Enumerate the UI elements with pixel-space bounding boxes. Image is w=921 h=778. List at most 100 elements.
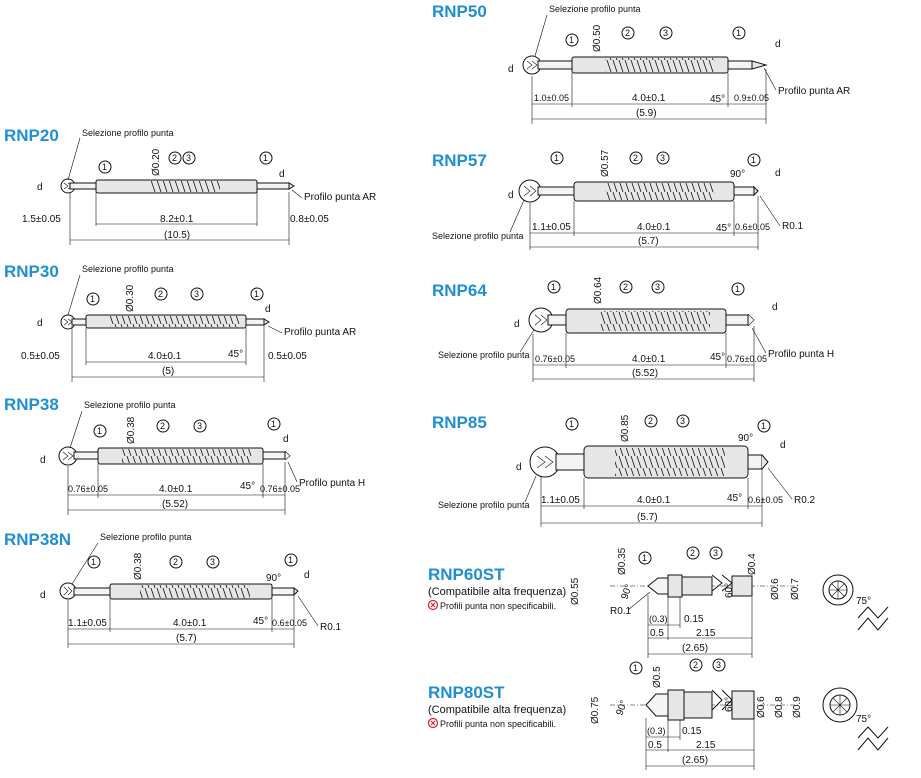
svg-text:d: d (508, 64, 514, 75)
svg-text:45°: 45° (240, 481, 255, 492)
rnp64-title: RNP64 (432, 281, 487, 300)
svg-text:90°: 90° (266, 573, 281, 584)
svg-text:(5.7): (5.7) (637, 512, 658, 523)
svg-text:Profilo punta H: Profilo punta H (299, 478, 365, 489)
svg-text:d: d (40, 455, 46, 466)
svg-text:2: 2 (625, 28, 630, 38)
svg-text:0.76±0.05: 0.76±0.05 (727, 354, 767, 364)
svg-text:60°: 60° (724, 583, 735, 598)
svg-text:1: 1 (551, 282, 556, 292)
svg-text:3: 3 (210, 557, 215, 567)
svg-text:90°: 90° (738, 433, 753, 444)
svg-text:(5.7): (5.7) (638, 236, 659, 247)
svg-text:Ø0.20: Ø0.20 (151, 148, 162, 176)
svg-text:1: 1 (90, 294, 95, 304)
svg-text:4.0±0.1: 4.0±0.1 (632, 354, 666, 365)
svg-text:1: 1 (263, 153, 268, 163)
svg-text:4.0±0.1: 4.0±0.1 (159, 484, 193, 495)
svg-text:Selezione profilo punta: Selezione profilo punta (82, 264, 174, 274)
svg-text:Ø0.5: Ø0.5 (652, 666, 663, 688)
svg-text:3: 3 (713, 548, 718, 558)
svg-text:3: 3 (660, 153, 665, 163)
svg-text:90°: 90° (730, 169, 745, 180)
svg-text:Ø0.8: Ø0.8 (774, 696, 785, 718)
rnp50-drawing: RNP50 Selezione profilo punta d d 1 2 3 … (432, 2, 850, 124)
svg-text:Ø0.75: Ø0.75 (590, 696, 601, 724)
svg-text:0.76±0.05: 0.76±0.05 (68, 484, 108, 494)
svg-text:Selezione profilo punta: Selezione profilo punta (100, 532, 192, 542)
svg-text:1: 1 (288, 555, 293, 565)
svg-text:1: 1 (735, 284, 740, 294)
svg-text:45°: 45° (727, 493, 742, 504)
svg-text:d: d (772, 302, 778, 313)
svg-text:(5): (5) (162, 366, 174, 377)
svg-text:d: d (780, 440, 786, 451)
svg-text:2: 2 (160, 421, 165, 431)
svg-text:d: d (304, 570, 310, 581)
svg-text:Ø0.50: Ø0.50 (592, 24, 603, 52)
svg-text:3: 3 (663, 28, 668, 38)
svg-text:(5.9): (5.9) (636, 108, 657, 119)
svg-text:Ø0.30: Ø0.30 (125, 284, 136, 312)
svg-text:d: d (283, 434, 289, 445)
svg-text:(0.3): (0.3) (647, 726, 666, 736)
svg-text:Ø0.38: Ø0.38 (133, 552, 144, 580)
svg-text:45°: 45° (228, 349, 243, 360)
svg-text:1: 1 (569, 35, 574, 45)
svg-text:Ø0.9: Ø0.9 (792, 696, 803, 718)
rnp64-drawing: RNP64 d d 1 2 3 1 Ø0.64 Profilo punta H … (432, 276, 834, 382)
rnp50-title: RNP50 (432, 2, 487, 21)
svg-text:3: 3 (194, 289, 199, 299)
svg-text:1.1±0.05: 1.1±0.05 (541, 495, 580, 506)
svg-text:2: 2 (690, 548, 695, 558)
svg-text:45°: 45° (716, 223, 731, 234)
svg-text:Ø0.4: Ø0.4 (747, 553, 758, 575)
svg-text:Ø0.85: Ø0.85 (620, 414, 631, 442)
svg-text:2: 2 (172, 153, 177, 163)
svg-text:0.5±0.05: 0.5±0.05 (21, 351, 60, 362)
svg-text:d: d (775, 39, 781, 50)
svg-text:4.0±0.1: 4.0±0.1 (637, 222, 671, 233)
rnp60st-title: RNP60ST (428, 565, 505, 584)
svg-text:2.15: 2.15 (696, 628, 716, 639)
svg-text:d: d (37, 182, 43, 193)
svg-text:3: 3 (186, 153, 191, 163)
svg-text:Ø0.57: Ø0.57 (600, 149, 611, 177)
svg-text:4.0±0.1: 4.0±0.1 (637, 495, 671, 506)
rnp20-profile-label: Profilo punta AR (304, 192, 376, 203)
svg-text:Selezione profilo punta: Selezione profilo punta (549, 4, 641, 14)
svg-text:75°: 75° (856, 714, 871, 725)
rnp57-title: RNP57 (432, 151, 487, 170)
svg-text:75°: 75° (856, 596, 871, 607)
rnp30-drawing: RNP30 Selezione profilo punta d d 1 2 3 … (4, 262, 356, 382)
svg-text:1.0±0.05: 1.0±0.05 (534, 93, 569, 103)
svg-text:Profilo punta H: Profilo punta H (768, 349, 834, 360)
svg-text:Selezione profilo punta: Selezione profilo punta (84, 400, 176, 410)
svg-text:(5.7): (5.7) (176, 633, 197, 644)
svg-text:0.6±0.05: 0.6±0.05 (748, 495, 783, 505)
svg-text:1.1±0.05: 1.1±0.05 (68, 618, 107, 629)
svg-text:1: 1 (554, 153, 559, 163)
svg-text:0.5±0.05: 0.5±0.05 (268, 351, 307, 362)
svg-text:1: 1 (271, 419, 276, 429)
rnp57-drawing: RNP57 d d 1 2 3 1 Ø0.57 90° R0.1 45° Sel… (432, 149, 804, 250)
svg-text:Profilo punta AR: Profilo punta AR (778, 86, 850, 97)
svg-text:1: 1 (761, 421, 766, 431)
svg-text:0.6±0.05: 0.6±0.05 (272, 618, 307, 628)
svg-text:3: 3 (716, 660, 721, 670)
svg-text:d: d (265, 304, 271, 315)
svg-text:1: 1 (254, 289, 259, 299)
svg-text:(0.3): (0.3) (649, 614, 668, 624)
svg-text:45°: 45° (710, 94, 725, 105)
rnp80st-drawing: RNP80ST (Compatibile alta frequenza) Pro… (427, 658, 889, 770)
svg-text:1: 1 (736, 28, 741, 38)
svg-text:2.15: 2.15 (696, 740, 716, 751)
svg-text:Ø0.64: Ø0.64 (593, 276, 604, 304)
svg-text:0.9±0.05: 0.9±0.05 (734, 93, 769, 103)
svg-text:2: 2 (693, 660, 698, 670)
svg-text:d: d (279, 169, 285, 180)
svg-text:1: 1 (642, 553, 647, 563)
svg-text:(Compatibile alta frequenza): (Compatibile alta frequenza) (428, 704, 566, 716)
svg-text:45°: 45° (710, 352, 725, 363)
svg-text:Profili punta non specificabil: Profili punta non specificabili. (440, 719, 556, 729)
